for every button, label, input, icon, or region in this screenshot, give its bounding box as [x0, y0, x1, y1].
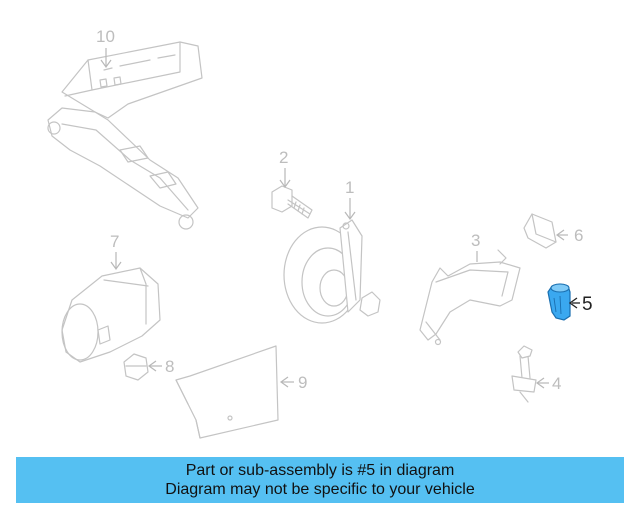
callout-10: 10	[96, 27, 115, 69]
info-banner: Part or sub-assembly is #5 in diagram Di…	[16, 457, 624, 503]
callout-1-label: 1	[345, 178, 354, 197]
callout-3-label: 3	[471, 231, 480, 250]
callout-10-label: 10	[96, 27, 115, 46]
callout-9: 9	[279, 373, 307, 392]
callout-4: 4	[535, 374, 561, 393]
callout-6: 6	[555, 226, 583, 245]
callout-7: 7	[110, 232, 122, 271]
callout-9-label: 9	[298, 373, 307, 392]
part-2-bolt	[271, 185, 313, 219]
part-8-nut	[123, 353, 149, 381]
callout-1: 1	[344, 178, 356, 221]
callout-5-label: 5	[582, 294, 593, 315]
part-3-bracket	[419, 249, 521, 346]
callout-3: 3	[471, 231, 480, 262]
callout-5: 5	[568, 294, 593, 315]
callout-2: 2	[279, 148, 291, 189]
callout-4-label: 4	[552, 374, 561, 393]
part-1-horn	[283, 219, 381, 324]
banner-line-1: Part or sub-assembly is #5 in diagram	[185, 462, 455, 479]
callout-6-label: 6	[574, 226, 583, 245]
part-5-highlighted	[547, 283, 571, 321]
part-9-plate	[175, 345, 279, 439]
part-7-housing	[61, 267, 161, 363]
part-10-module	[47, 41, 203, 230]
part-6-clip	[523, 213, 557, 249]
banner-line-2: Diagram may not be specific to your vehi…	[165, 481, 475, 498]
callout-8: 8	[147, 357, 174, 376]
callout-8-label: 8	[165, 357, 174, 376]
callout-2-label: 2	[279, 148, 288, 167]
part-4-stud	[511, 345, 537, 403]
parts-diagram: 10 2 1 3 6 5 4 7 8 9	[47, 27, 593, 439]
callout-7-label: 7	[110, 232, 119, 251]
